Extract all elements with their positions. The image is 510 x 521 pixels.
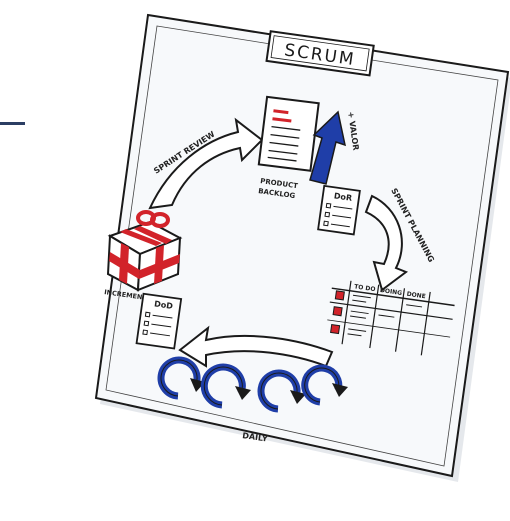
dor-doc: DoR bbox=[318, 186, 360, 235]
product-backlog-doc bbox=[259, 97, 319, 171]
board-card-red-1 bbox=[335, 291, 344, 300]
board-card-red-2 bbox=[333, 307, 342, 316]
heading-bar bbox=[0, 122, 25, 125]
dod-doc: DoD bbox=[137, 294, 182, 349]
board-card-red-3 bbox=[331, 325, 340, 334]
